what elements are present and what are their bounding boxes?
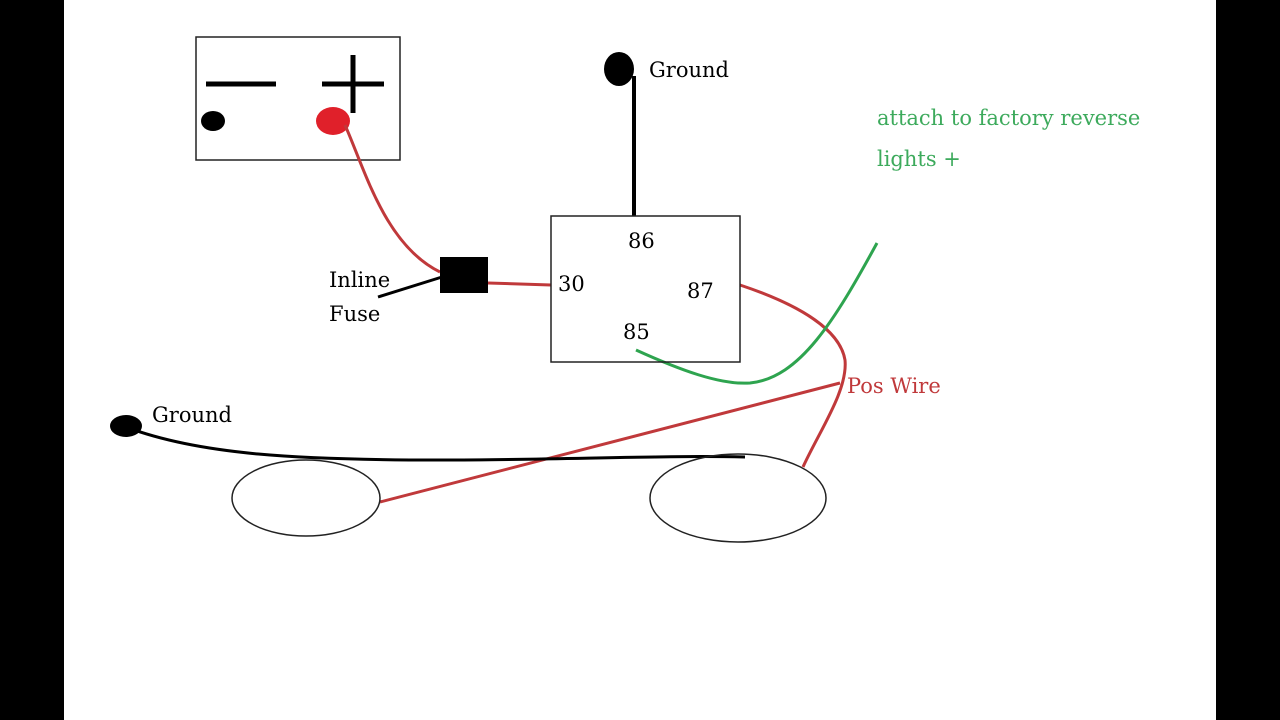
- relay-pin-86: 86: [628, 229, 655, 253]
- ground-left-terminal: [110, 415, 142, 437]
- right-letterbox: [1216, 0, 1280, 720]
- wire-battery-to-fuse: [343, 124, 441, 274]
- relay-box: [550, 215, 741, 363]
- battery-positive-terminal: [316, 107, 350, 135]
- reverse-lights-note-line1: attach to factory reverse: [877, 106, 1140, 130]
- battery: [195, 36, 401, 161]
- battery-negative-terminal: [201, 111, 225, 131]
- fuse-label-line1: Inline: [329, 268, 390, 292]
- relay-pin-87: 87: [687, 279, 714, 303]
- ground-left-label: Ground: [152, 403, 232, 427]
- wire-pos-to-left-light: [379, 381, 841, 504]
- diagram-background: [64, 0, 1216, 720]
- fuse-label-leader: [377, 275, 443, 299]
- left-light: [231, 459, 381, 537]
- left-letterbox: [0, 0, 64, 720]
- reverse-lights-note-line2: lights +: [877, 147, 961, 171]
- fuse-label-line2: Fuse: [329, 302, 380, 326]
- wire-pin85-to-reverse-lights: [635, 242, 879, 385]
- inline-fuse: [440, 257, 488, 293]
- right-light: [649, 453, 827, 543]
- wire-pin87-to-right-light: [739, 283, 847, 468]
- relay-pin-85: 85: [623, 320, 650, 344]
- battery-box: [195, 36, 401, 161]
- relay-pin-30: 30: [558, 272, 585, 296]
- ground-top-terminal: [604, 52, 634, 86]
- wire-fuse-to-pin30: [487, 281, 552, 287]
- ground-top-label: Ground: [649, 58, 729, 82]
- ground-wire-lights: [125, 425, 746, 462]
- pos-wire-label: Pos Wire: [847, 374, 941, 398]
